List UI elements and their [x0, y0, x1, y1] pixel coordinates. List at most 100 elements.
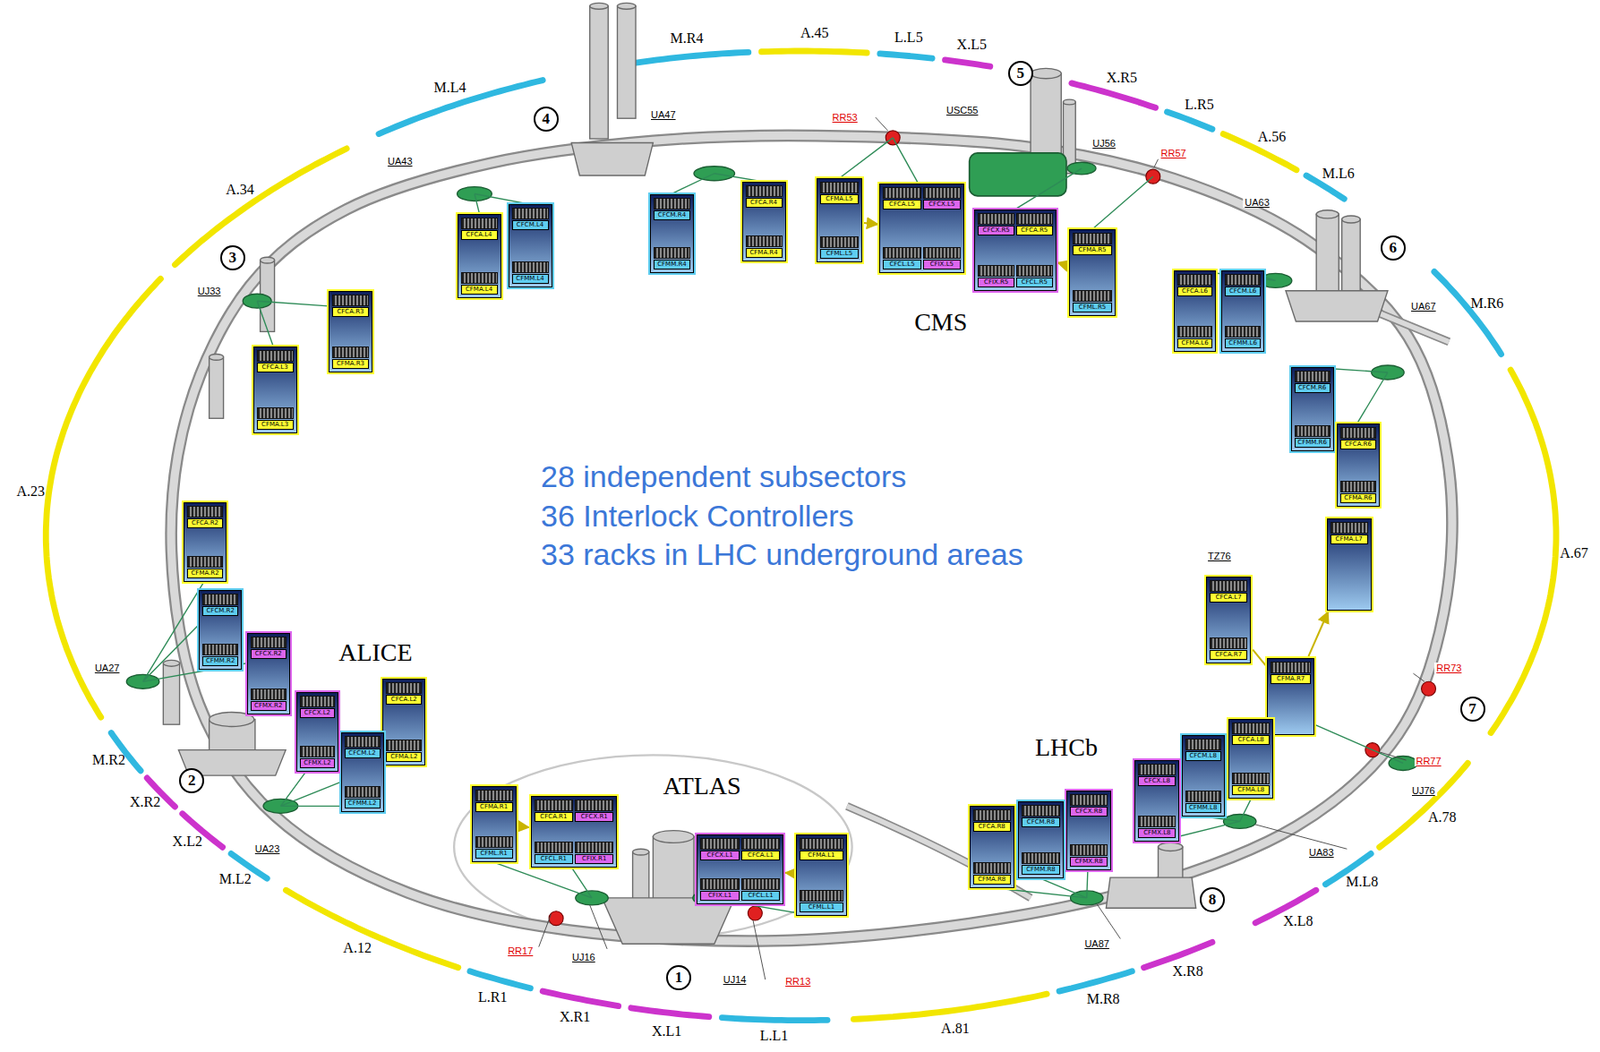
rack-panel: CFCX.L2 — [299, 695, 336, 719]
crate-icon — [385, 682, 422, 694]
rack-label: CFIX.L1 — [700, 890, 739, 901]
connector-arrow — [1308, 612, 1328, 658]
rack-leaders — [143, 137, 1404, 917]
connector-arrow — [1058, 262, 1069, 266]
rack-label: CFCM.L8 — [1185, 751, 1222, 762]
rack-panel: CFCX.L8 — [1137, 763, 1176, 787]
area-label: UJ76 — [1410, 785, 1438, 796]
sector-label: L.R1 — [478, 989, 507, 1006]
rack-label: CFCX.L2 — [299, 708, 336, 719]
rack-label: CFMX.L2 — [299, 758, 336, 769]
experiment-name: ATLAS — [663, 771, 742, 801]
sector-label: A.78 — [1428, 809, 1457, 826]
area-label: UA67 — [1409, 300, 1438, 312]
rack-label: CFCA.R6 — [1340, 439, 1377, 450]
rack-panel: CFCA.R5 — [1016, 213, 1053, 236]
crate-icon — [741, 838, 780, 850]
rack-label: CFMA.L3 — [256, 419, 294, 430]
rr-label: RR13 — [783, 975, 813, 987]
crate-icon — [461, 217, 498, 230]
sector-label: M.R4 — [669, 30, 703, 47]
rack-panel: CFCA.R7 — [1209, 637, 1248, 660]
rack-box: CFCM.R8CFMM.R8 — [1018, 801, 1063, 880]
rack-box: CFCA.L8CFMA.L8 — [1228, 718, 1274, 799]
point-circle: 7 — [1460, 696, 1486, 722]
sector-label: X.L1 — [651, 1023, 682, 1040]
rack-panel: CFMA.L6 — [1177, 325, 1214, 349]
crate-icon — [1209, 580, 1248, 592]
crate-icon — [1232, 772, 1270, 785]
point-number: 4 — [541, 110, 550, 129]
experiment-name: ALICE — [338, 638, 412, 668]
rack-label: CFIX.R5 — [977, 277, 1015, 288]
rack-label: CFCX.R2 — [250, 649, 287, 659]
sector-arc — [631, 51, 749, 64]
area-label: UJ14 — [721, 974, 749, 985]
rack-label: CFCX.L5 — [923, 199, 961, 210]
rack-panel: CFMA.L5 — [820, 181, 859, 205]
rack-box: CFCA.R2CFMA.R2 — [183, 502, 227, 582]
rack-box: CFMA.R1CFML.R1 — [471, 786, 517, 863]
rack-panel: CFCX.R1 — [574, 799, 614, 822]
rack-panel: CFCA.R6 — [1340, 427, 1377, 450]
rack-label: CFMX.R8 — [1069, 856, 1108, 867]
rack-box: CFCA.L6CFMA.L6 — [1173, 270, 1217, 352]
rack-label: CFCA.L1 — [741, 850, 780, 861]
rack-box: CFCA.L5CFCX.L5CFCL.L5CFIX.L5 — [879, 183, 965, 274]
sector-label: M.L6 — [1322, 165, 1355, 182]
tunnel-stroke — [171, 135, 1453, 942]
sector-label: M.R6 — [1470, 295, 1504, 312]
crate-icon — [1021, 804, 1060, 817]
sector-arc — [1059, 971, 1132, 992]
crate-icon — [1072, 232, 1112, 245]
rack-label: CFMA.L2 — [385, 752, 422, 762]
area-label: UA43 — [385, 155, 415, 167]
crate-icon — [973, 862, 1011, 874]
crate-icon — [1016, 213, 1053, 225]
rack-panel: CFMA.R8 — [973, 862, 1011, 885]
sector-label: L.L1 — [760, 1027, 789, 1044]
rack-panel: CFCA.R4 — [745, 185, 783, 208]
point-number: 5 — [1016, 64, 1025, 83]
rack-label: CFML.L5 — [820, 248, 859, 259]
rack-label: CFCA.L4 — [461, 230, 498, 240]
rack-label: CFMA.L4 — [461, 284, 498, 295]
connector-arrow — [518, 826, 530, 828]
rr-label: RR73 — [1434, 662, 1464, 674]
rack-panel: CFMM.R4 — [653, 247, 691, 270]
rack-panel: CFCL.L5 — [882, 247, 921, 270]
connector-arrow — [864, 222, 878, 225]
crate-icon — [1294, 425, 1331, 437]
crate-icon — [923, 247, 961, 259]
crate-icon — [534, 841, 574, 854]
rack-label: CFMM.R8 — [1021, 864, 1060, 875]
sector-label: A.67 — [1559, 545, 1589, 562]
rack-panel: CFMA.L7 — [1330, 521, 1369, 545]
crate-icon — [250, 688, 287, 701]
rack-panel: CFIX.R5 — [977, 265, 1015, 288]
rack-box: CFCA.R1CFCX.R1CFCL.R1CFIX.R1 — [530, 795, 618, 868]
sector-arc — [542, 991, 618, 1007]
rack-panel: CFIX.L1 — [700, 878, 739, 901]
rack-label: CFMA.R6 — [1340, 493, 1377, 504]
rack-label: CFCA.R8 — [973, 821, 1011, 832]
rack-label: CFMM.R4 — [653, 259, 691, 270]
rack-label: CFMM.L6 — [1224, 338, 1261, 349]
crate-icon — [512, 261, 549, 274]
sector-label: A.56 — [1257, 128, 1287, 146]
rack-box: CFCX.L2CFMX.L2 — [296, 692, 340, 772]
area-label: TZ76 — [1206, 550, 1233, 562]
rack-box: CFCM.L6CFMM.L6 — [1221, 270, 1265, 352]
rack-box: CFMA.R7 — [1266, 658, 1314, 735]
sector-label: M.R2 — [92, 752, 126, 769]
rack-label: CFMM.R6 — [1294, 437, 1331, 448]
rack-label: CFMM.L4 — [512, 273, 549, 284]
rack-label: CFCA.L7 — [1209, 592, 1248, 603]
rack-label: CFCL.L5 — [882, 259, 921, 270]
rack-panel: CFCA.R2 — [187, 505, 223, 529]
crate-icon — [1270, 661, 1310, 674]
crate-icon — [534, 799, 574, 812]
crate-icon — [202, 643, 239, 656]
rack-panel: CFMA.R2 — [187, 556, 223, 579]
area-label: UA83 — [1307, 847, 1336, 858]
